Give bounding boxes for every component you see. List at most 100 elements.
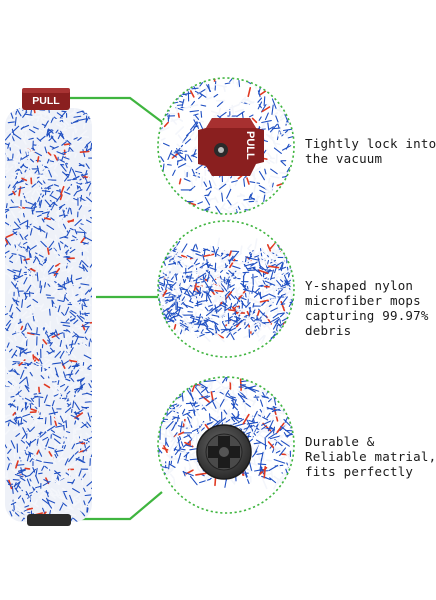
bristle-strand [268,87,278,93]
bristle-strand [14,292,19,302]
bristle-strand [168,255,175,260]
bristle-strand [283,432,288,438]
bristle-strand [239,426,247,429]
bristle-strand [266,459,272,462]
pull-cap-label: PULL [244,131,256,160]
bristle-strand [23,167,29,171]
bristle-strand [20,126,25,131]
bristle-strand [71,328,77,334]
bristle-strand [6,342,10,348]
bristle-strand [182,411,191,416]
bristle-strand [246,177,250,185]
bristle-strand [258,280,266,287]
bristle-strand [61,360,70,366]
bristle-strand [35,174,46,177]
bristle-strand [177,452,182,464]
bristle-strand [167,312,176,315]
bristle-strand [20,517,25,522]
bristle-strand [15,168,19,172]
bristle-strand [158,411,162,418]
bristle-strand [262,428,274,436]
bristle-strand [289,407,294,415]
bristle-strand [227,295,232,301]
bristle-strand [65,316,72,323]
bristle-strand [15,255,20,263]
bristle-strand [74,280,84,285]
bristle-strand [238,96,247,105]
bristle-strand [203,181,208,187]
bristle-strand [279,171,289,175]
bristle-strand [225,330,238,333]
bristle-strand [262,409,266,417]
bristle-strand [284,323,288,331]
bristle-strand [57,222,61,229]
bristle-strand [73,294,78,304]
bristle-strand [211,304,222,311]
bristle-strand [6,400,17,405]
bristle-strand [5,440,8,449]
bristle-strand [13,335,17,342]
bristle-strand [286,167,291,173]
bristle-strand [16,281,22,288]
bristle-strand [260,294,269,299]
connector-line-top [70,96,163,123]
bristle-strand [7,336,14,343]
bristle-strand [182,275,185,284]
bristle-strand [14,487,19,493]
bristle-strand [17,150,24,159]
bristle-strand [49,492,56,499]
bristle-strand [247,78,256,83]
feature-line: microfiber mops [305,293,421,308]
bristle-strand [215,273,220,278]
bristle-strand [80,505,84,512]
bristle-strand [280,440,290,447]
bristle-strand [264,260,269,267]
bristle-strand [83,500,86,506]
bristle-strand [46,333,51,342]
bristle-strand [163,96,171,99]
bristle-strand [26,227,36,232]
bristle-strand [19,149,22,155]
bristle-strand [73,226,78,231]
bristle-strand [231,391,240,400]
bristle-strand [176,307,185,313]
bristle-strand [215,277,224,282]
bristle-strand [279,456,286,461]
bristle-strand [37,214,42,218]
feature-text-bristles: Y-shaped nylon microfiber mops capturing… [305,278,428,338]
bristle-strand [185,78,193,82]
bristle-strand [189,448,198,451]
bristle-strand [29,146,33,152]
bristle-strand [76,189,83,193]
bristle-strand [12,269,21,273]
bristle-strand [7,142,10,149]
bristle-strand [276,297,280,306]
bristle-strand [158,314,165,324]
bristle-strand [73,501,80,506]
bristle-strand [279,101,285,104]
bristle-strand [158,305,165,309]
bristle-strand [83,354,92,360]
bristle-strand [289,448,294,455]
bristle-strand [57,287,67,291]
bristle-strand [23,241,29,245]
bristle-strand [212,401,220,408]
bristle-strand [273,395,277,406]
bristle-strand [206,421,214,425]
bristle-strand [182,134,189,143]
bristle-strand [5,176,8,184]
bristle-strand [248,114,254,118]
bristle-strand [50,429,56,433]
bristle-strand [33,289,40,297]
bristle-strand [241,317,249,320]
bristle-strand [179,212,189,214]
bristle-strand [41,465,45,471]
bristle-strand [165,299,173,304]
detail-circle-cap: PULL [157,77,295,215]
bristle-strand [41,307,50,312]
bristle-strand [88,436,92,440]
bristle-strand [188,104,199,108]
bristle-strand [192,157,195,163]
bristle-strand [10,278,16,284]
bristle-strand [194,386,203,397]
